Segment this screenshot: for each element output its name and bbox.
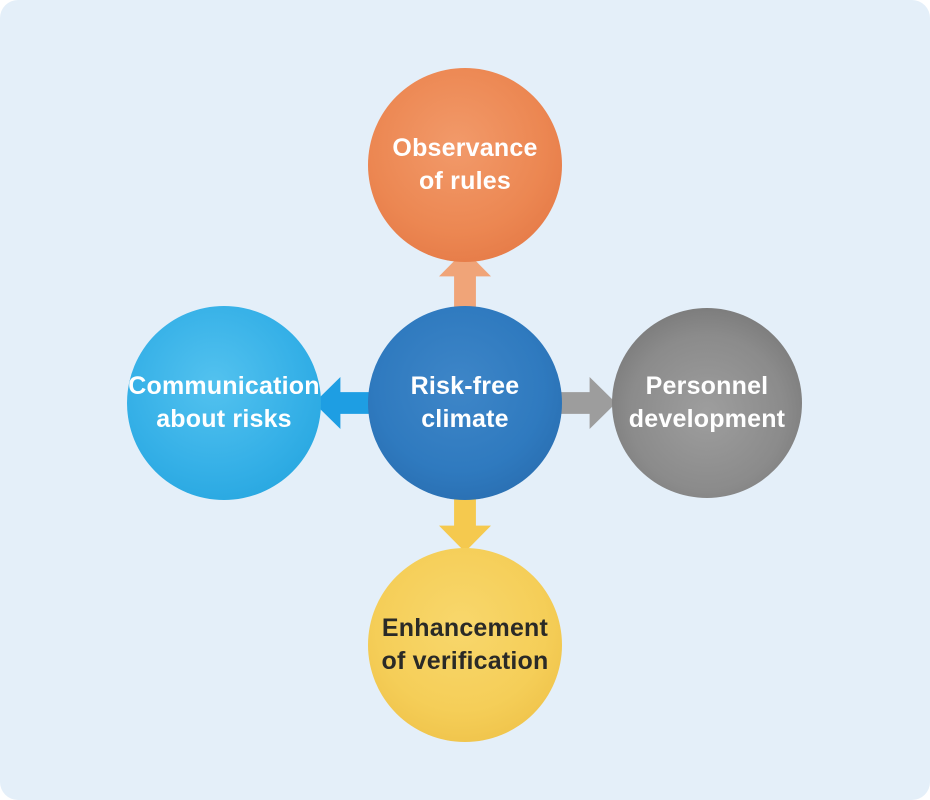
- node-label: Enhancement of verification: [382, 612, 549, 678]
- node-label: Personnel development: [629, 370, 785, 436]
- node-label-line: climate: [421, 405, 509, 433]
- node-label-line: Observance: [392, 134, 538, 162]
- node-label-line: about risks: [156, 405, 292, 433]
- node-label-line: of verification: [381, 647, 549, 675]
- node-label: Risk-free climate: [411, 370, 520, 436]
- node-label-line: Risk-free: [410, 372, 520, 400]
- node-observance-of-rules: Observance of rules: [368, 68, 562, 262]
- node-label-line: Personnel: [645, 372, 769, 400]
- node-risk-free-climate: Risk-free climate: [368, 306, 562, 500]
- node-label-line: Communication: [128, 372, 320, 400]
- node-label-line: Enhancement: [381, 614, 549, 642]
- node-communication-about-risks: Communication about risks: [127, 306, 321, 500]
- node-personnel-development: Personnel development: [612, 308, 802, 498]
- node-label: Observance of rules: [392, 132, 537, 198]
- node-label-line: development: [628, 405, 786, 433]
- node-enhancement-of-verification: Enhancement of verification: [368, 548, 562, 742]
- node-label-line: of rules: [419, 167, 511, 195]
- node-label: Communication about risks: [128, 370, 320, 436]
